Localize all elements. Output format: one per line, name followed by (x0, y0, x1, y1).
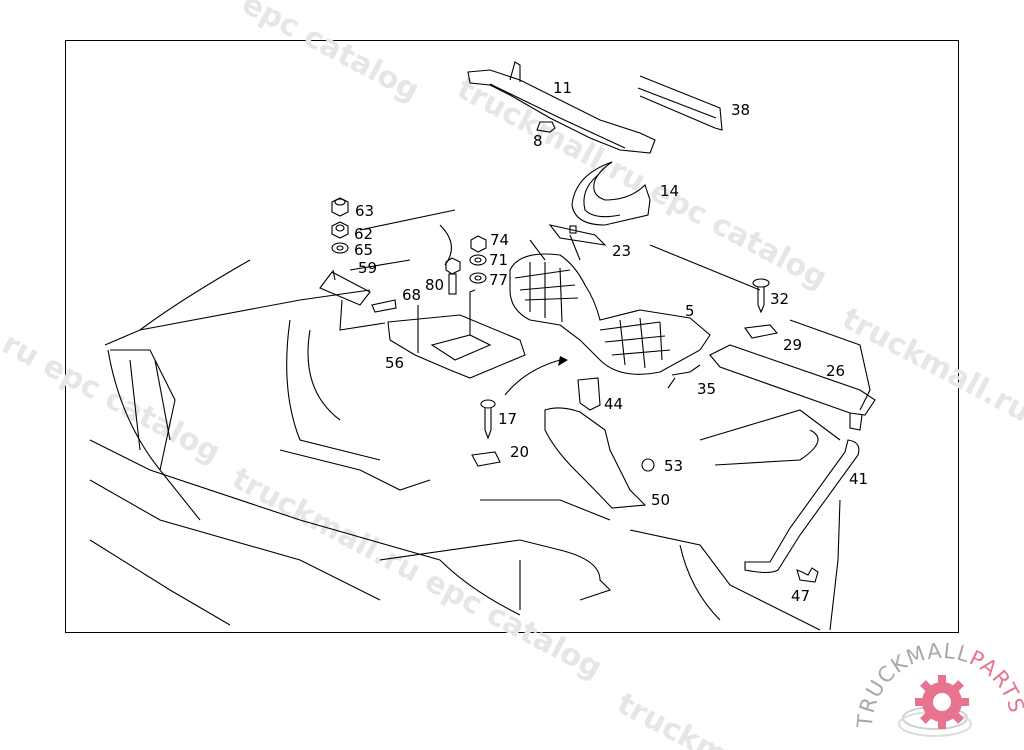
label-71: 71 (489, 251, 508, 269)
label-77: 77 (489, 271, 508, 289)
part-8-clip[interactable] (536, 121, 556, 133)
part-56-tray[interactable] (387, 314, 526, 379)
label-47: 47 (791, 587, 810, 605)
part-23-plate[interactable] (548, 224, 607, 246)
label-74: 74 (490, 231, 509, 249)
part-26-panel[interactable] (709, 344, 876, 431)
arrow-head-icon (558, 356, 568, 366)
direction-arrow (504, 359, 561, 396)
part-44-duct[interactable] (577, 377, 601, 411)
part-71-washer[interactable] (469, 254, 487, 266)
diagram-frame (65, 40, 959, 633)
label-50: 50 (651, 491, 670, 509)
part-50-duct[interactable] (544, 407, 647, 509)
part-20-clip-nut[interactable] (471, 451, 501, 467)
vehicle-body-outline (89, 209, 871, 631)
label-29: 29 (783, 336, 802, 354)
label-53: 53 (664, 457, 683, 475)
label-17: 17 (498, 410, 517, 428)
part-65-washer[interactable] (331, 242, 349, 254)
label-38: 38 (731, 101, 750, 119)
part-80-bolt[interactable] (445, 257, 461, 295)
part-labels: 11 38 8 14 63 62 65 59 74 71 77 80 68 23… (354, 79, 868, 605)
part-5-air-intake[interactable] (509, 234, 711, 375)
watermark-text: truckmall.ru epc catalog (226, 461, 607, 686)
label-5: 5 (685, 302, 695, 320)
watermark-text: truckmall.ru epc catalog (451, 71, 832, 296)
label-44: 44 (604, 395, 623, 413)
label-65: 65 (354, 241, 373, 259)
part-59-bracket[interactable] (319, 269, 386, 331)
label-80: 80 (425, 276, 444, 294)
label-23: 23 (612, 242, 631, 260)
label-63: 63 (355, 202, 374, 220)
part-32-screw[interactable] (752, 278, 770, 314)
part-38-seal[interactable] (637, 75, 723, 131)
watermark-text: ru epc catalog (0, 326, 226, 470)
part-74-nut[interactable] (470, 235, 487, 253)
part-77-washer[interactable] (469, 272, 487, 284)
label-59: 59 (358, 259, 377, 277)
label-32: 32 (770, 290, 789, 308)
label-26: 26 (826, 362, 845, 380)
label-20: 20 (510, 443, 529, 461)
part-47-clamp[interactable] (796, 567, 819, 583)
label-14: 14 (660, 182, 679, 200)
part-62-nut[interactable] (331, 221, 349, 239)
part-53-grommet[interactable] (641, 458, 655, 472)
label-35: 35 (697, 380, 716, 398)
part-68-clip[interactable] (371, 299, 397, 313)
part-41-hose[interactable] (744, 439, 860, 574)
label-11: 11 (553, 79, 572, 97)
gear-icon (915, 675, 969, 729)
label-56: 56 (385, 354, 404, 372)
part-63-nut[interactable] (331, 197, 349, 217)
label-62: 62 (354, 225, 373, 243)
logo-word-parts: PARTS (966, 646, 1024, 716)
label-41: 41 (849, 470, 868, 488)
part-14-cover[interactable] (571, 161, 651, 226)
truckmallparts-logo: TRUCKMALLPARTS (853, 639, 1024, 737)
label-68: 68 (402, 286, 421, 304)
watermark-text: truckma (611, 686, 751, 750)
part-35-clip[interactable] (667, 364, 701, 389)
part-11-crossmember[interactable] (467, 61, 656, 154)
label-8: 8 (533, 132, 543, 150)
part-29-clip[interactable] (744, 324, 779, 339)
watermark-text: epc catalog (236, 0, 425, 109)
part-17-screw[interactable] (480, 399, 496, 440)
